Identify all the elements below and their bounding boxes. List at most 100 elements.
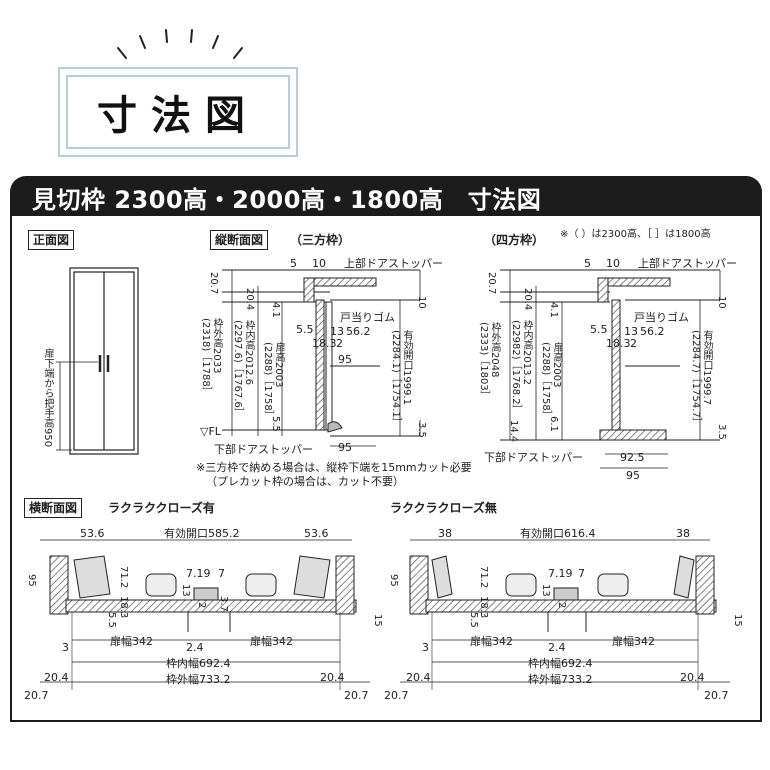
h-right-2-4: 2.4 <box>548 641 566 654</box>
cut-note-2: （プレカット枠の場合は、カット不要） <box>206 475 404 488</box>
h-right-20-7-l: 20.7 <box>384 689 409 702</box>
h-left-outer-w: 枠外幅733.2 <box>166 673 231 686</box>
dim4-5: 5 <box>584 257 591 270</box>
fl-mark: ▽FL <box>200 425 221 438</box>
dim-5: 5 <box>290 257 297 270</box>
dim4-20-4: 20.4 <box>522 288 533 311</box>
section-title: 見切枠 2300高・2000高・1800高 寸法図 <box>32 186 542 214</box>
horizontal-section-label: 横断面図 <box>24 498 83 518</box>
h-right-5-5: 5.5 <box>468 612 479 628</box>
h-right-2: 2 <box>556 602 567 609</box>
h-right-13: 13 <box>540 584 551 597</box>
h-left-71-2: 71.2 <box>118 566 129 589</box>
h-left-7: 7 <box>218 567 225 580</box>
h-left-door-l: 扉幅342 <box>110 635 153 648</box>
dim4-10-right: 10 <box>716 296 727 309</box>
upper-stopper-label-4: 上部ドアストッパー <box>638 257 737 270</box>
vertical-four-drawing <box>500 269 721 469</box>
front-view-drawing <box>56 267 139 455</box>
diagram-frame <box>10 216 762 722</box>
upper-stopper-label: 上部ドアストッパー <box>344 257 443 270</box>
dim-10: 10 <box>312 257 326 270</box>
inner-height-4: 枠内高2013.2 (22982)［1768.2］ <box>510 320 532 415</box>
h-right-3: 3 <box>422 641 429 654</box>
open-height-4: 有効開口1999.7 (2284.7)［1754.7］ <box>690 330 712 428</box>
with-close-label: ラクラククローズ有 <box>108 501 215 515</box>
dim4-14-4: 14.4 <box>508 420 519 443</box>
h-right-inner-w: 枠内幅692.4 <box>528 657 593 670</box>
outer-height: 枠外高2033 (2318)［1788］ <box>200 318 222 397</box>
dim-20-7: 20.7 <box>208 272 219 295</box>
h-left-20-4-r: 20.4 <box>320 671 345 684</box>
dim-20-4: 20.4 <box>244 288 255 311</box>
h-right-95: 95 <box>388 574 399 587</box>
dim4-6-1: 6.1 <box>548 416 559 432</box>
front-view-label: 正面図 <box>28 230 75 250</box>
h-right-outer-w: 枠外幅733.2 <box>528 673 593 686</box>
title-frame: 寸法図 <box>58 67 298 157</box>
dim4-18-3: 18.3 <box>606 337 631 350</box>
vertical-section-label: 縦断面図 <box>210 230 269 250</box>
dim4-20-7: 20.7 <box>486 272 497 295</box>
h-left-5-5: 5.5 <box>106 612 117 628</box>
dim4-13: 13 <box>624 325 638 338</box>
dim4-5-5: 5.5 <box>590 323 608 336</box>
section-header: 見切枠 2300高・2000高・1800高 寸法図 <box>10 176 762 216</box>
h-left-2-4: 2.4 <box>186 641 204 654</box>
h-right-71-2: 71.2 <box>478 566 489 589</box>
h-right-door-r: 扉幅342 <box>612 635 655 648</box>
dim-95: 95 <box>338 353 352 366</box>
height-note: ※（ ）は2300高、［ ］は1800高 <box>560 229 711 240</box>
h-left-2: 2 <box>196 602 207 609</box>
cut-note-1: ※三方枠で納める場合は、縦枠下端を15mmカット必要 <box>196 461 472 474</box>
h-right-side-l: 38 <box>438 527 452 540</box>
rubber-label-4: 戸当りゴム <box>634 311 689 324</box>
h-left-inner-w: 枠内幅692.4 <box>166 657 231 670</box>
page-title: 寸法図 <box>97 93 259 139</box>
h-right-7-19: 7.19 <box>548 567 573 580</box>
dim4-56-2: 56.2 <box>640 325 665 338</box>
h-left-18-3: 18.3 <box>118 596 129 619</box>
dim-56-2: 56.2 <box>346 325 371 338</box>
door-height-4: 扉高2003 (2288)［1758］ <box>540 342 562 421</box>
dim4-92-5: 92.5 <box>620 451 645 464</box>
without-close-label: ラククラクローズ無 <box>390 501 497 515</box>
handle-height-note: 扉下端から把手高950 <box>42 348 53 448</box>
horizontal-left-drawing <box>40 539 370 690</box>
dim-4-1: 4.1 <box>270 302 281 318</box>
vertical-three-drawing <box>222 269 421 447</box>
three-sided-label: （三方枠） <box>290 233 351 247</box>
h-right-15: 15 <box>732 614 743 627</box>
h-left-3-7: 3.7 <box>218 596 229 612</box>
h-left-side-r: 53.6 <box>304 527 329 540</box>
dim4-10: 10 <box>606 257 620 270</box>
h-left-13: 13 <box>180 584 191 597</box>
h-left-3: 3 <box>62 641 69 654</box>
h-left-open: 有効開口585.2 <box>164 527 240 540</box>
h-right-7: 7 <box>578 567 585 580</box>
open-height: 有効開口1999.1 (2284.1)［1754.1］ <box>390 330 412 428</box>
h-right-open: 有効開口616.4 <box>520 527 596 540</box>
h-right-door-l: 扉幅342 <box>470 635 513 648</box>
h-left-7-19: 7.19 <box>186 567 211 580</box>
h-left-20-4-l: 20.4 <box>44 671 69 684</box>
dim-95-bottom: 95 <box>338 441 352 454</box>
dim-18-3: 18.3 <box>312 337 337 350</box>
h-left-20-7-r: 20.7 <box>344 689 369 702</box>
h-right-18-3: 18.3 <box>478 596 489 619</box>
h-left-15: 15 <box>372 614 383 627</box>
dim4-95: 95 <box>626 469 640 482</box>
h-right-side-r: 38 <box>676 527 690 540</box>
h-left-20-7-l: 20.7 <box>24 689 49 702</box>
h-right-20-7-r: 20.7 <box>704 689 729 702</box>
dim-3-5: 3.5 <box>416 422 427 438</box>
dim-5-5-bottom: 5.5 <box>270 416 281 432</box>
dim-5-5: 5.5 <box>296 323 314 336</box>
lower-stopper-label: 下部ドアストッパー <box>214 443 313 456</box>
rubber-label: 戸当りゴム <box>340 311 395 324</box>
lower-stopper-label-4: 下部ドアストッパー <box>484 451 583 464</box>
h-left-side-l: 53.6 <box>80 527 105 540</box>
inner-height: 枠内高2012.6 (2297.6)［1767.6］ <box>232 320 254 418</box>
